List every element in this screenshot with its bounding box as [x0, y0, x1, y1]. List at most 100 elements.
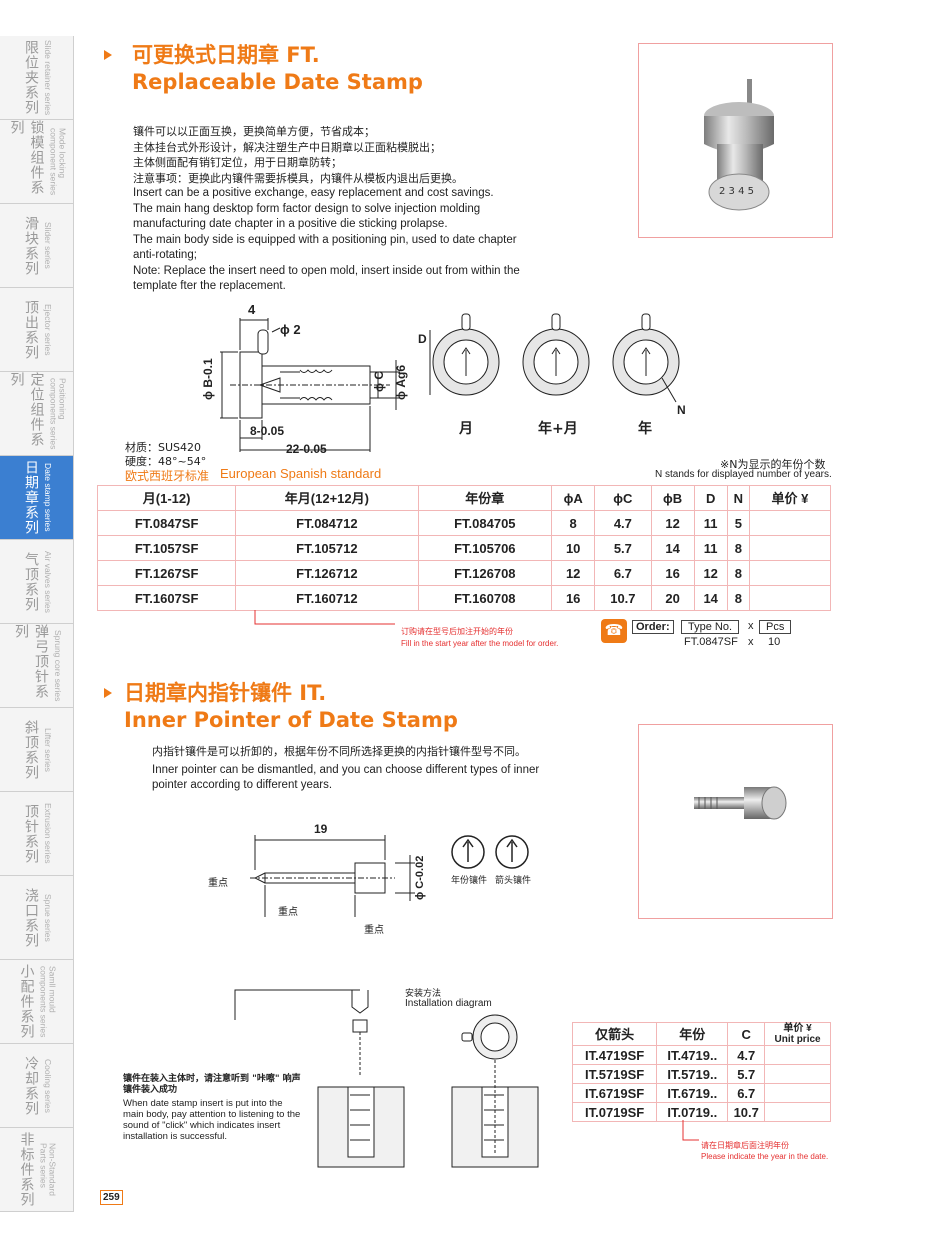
sidebar-tab-label-zh: 非标件系列	[18, 1132, 35, 1207]
desc-line: Note: Replace the insert need to open mo…	[133, 264, 520, 277]
sidebar-tab-label-en: Slide retainer series	[43, 39, 53, 116]
sidebar-tab-label-en: Ejector series	[43, 303, 53, 356]
table-cell: FT.126708	[417, 560, 553, 586]
hardness: 硬度：48°~54°	[125, 455, 207, 468]
year-note-bracket	[682, 1120, 699, 1141]
table-cell: 6.7	[727, 1083, 766, 1103]
table-cell: 6.7	[594, 560, 652, 586]
year-note-zh: 请在日期章后面注明年份	[701, 1141, 789, 1150]
dim-phiC: ϕ C	[372, 371, 386, 392]
desc-line: 主体侧面配有销钉定位，用于日期章防转；	[133, 156, 342, 169]
dim-phiA: ϕ Ag6	[394, 365, 408, 400]
table-header: ϕC	[594, 485, 652, 511]
desc-line: Insert can be a positive exchange, easy …	[133, 187, 494, 199]
section-arrow-icon	[104, 688, 112, 698]
table-cell: FT.084712	[235, 510, 419, 536]
table-cell: FT.0847SF	[96, 510, 237, 536]
n-note-en: N stands for displayed number of years.	[655, 469, 832, 480]
ft-technical-drawing	[220, 313, 680, 452]
table-cell: FT.1267SF	[96, 560, 237, 586]
insert-icons	[451, 835, 529, 869]
dim-4: 4	[248, 302, 256, 317]
table-cell: 14	[650, 535, 695, 561]
table-cell: 11	[693, 535, 728, 561]
desc-line: manufacturing date chapter in a positive…	[133, 218, 448, 230]
sidebar-tab-label-zh: 锁模组件系列	[8, 120, 45, 195]
date-stamp-photo: 2 3 4 5	[638, 43, 833, 238]
standard-zh: 欧式西班牙标准	[125, 469, 210, 483]
table-header: ϕA	[551, 485, 596, 511]
table-cell: 12	[650, 510, 695, 536]
table-cell	[764, 1083, 831, 1103]
table-cell: 4.7	[727, 1045, 766, 1065]
table-header: 年份	[656, 1022, 729, 1046]
sidebar-tab-label-zh: 冷却系列	[23, 1055, 39, 1116]
table-header: C	[727, 1022, 766, 1046]
table-header: 月(1-12)	[96, 485, 237, 511]
n-note-zh: ※N为显示的年份个数	[720, 458, 826, 471]
sidebar-tab-label-zh: 小配件系列	[18, 964, 35, 1039]
table-cell: 8	[726, 535, 750, 561]
dim-phi2: ϕ 2	[280, 322, 301, 337]
pcs-box[interactable]: Pcs	[759, 620, 792, 634]
desc-line: anti-rotating;	[133, 249, 197, 261]
dim-D: D	[418, 332, 427, 346]
insert-arrow-label: 箭头镶件	[495, 876, 532, 886]
year-note-en: Please indicate the year in the date.	[701, 1152, 829, 1161]
table-cell: IT.5719SF	[571, 1064, 658, 1084]
table-header: D	[693, 485, 728, 511]
order-label: Order:	[632, 620, 674, 634]
table-cell: FT.160708	[417, 585, 553, 611]
table-cell	[748, 535, 832, 561]
table-header: 年份章	[417, 485, 553, 511]
table-cell: FT.105706	[417, 535, 553, 561]
install-zh: 安装方法	[405, 989, 442, 999]
it-technical-drawing	[250, 835, 415, 917]
sidebar-tab-label-en: Date stamp series	[43, 463, 53, 532]
sidebar-tab[interactable]: 日期章系列 Date stamp series	[0, 456, 74, 540]
order-note-en: Fill in the start year after the model f…	[401, 639, 559, 648]
label-year: 年	[638, 421, 652, 437]
desc-line: 注意事项：更换此内镶件需要拆模具，内镶件从模板内退出后更换。	[133, 171, 463, 185]
table-cell: IT.0719..	[656, 1102, 729, 1122]
key-point: 重点	[364, 925, 384, 936]
table-cell: 10.7	[727, 1102, 766, 1122]
label-yearmonth: 年+月	[538, 421, 578, 437]
table-header: N	[726, 485, 750, 511]
standard-en: European Spanish standard	[220, 466, 382, 481]
sidebar-tab-label-en: Extrusion series	[43, 803, 53, 864]
desc-line: The main hang desktop form factor design…	[133, 202, 481, 215]
sidebar-tab-label-en: Slider series	[43, 222, 53, 269]
table-cell: 20	[650, 585, 695, 611]
table-cell: 11	[693, 510, 728, 536]
table-cell: 5	[726, 510, 750, 536]
desc-line: 镶件可以以正面互换，更换简单方便，节省成本；	[133, 125, 375, 138]
table-cell: FT.126712	[235, 560, 419, 586]
click-note-en: When date stamp insert is put into the m…	[123, 1098, 301, 1142]
type-no-box[interactable]: Type No.	[681, 620, 740, 634]
section-arrow-icon	[104, 50, 112, 60]
order-note-bracket	[254, 610, 395, 625]
table-cell: 8	[726, 560, 750, 586]
sidebar-tab-label-zh: 日期章系列	[23, 460, 39, 535]
sidebar-tab-label-zh: 斜顶系列	[23, 719, 39, 780]
dim-19: 19	[314, 822, 328, 836]
svg-text:2 3 4 5: 2 3 4 5	[719, 186, 754, 197]
